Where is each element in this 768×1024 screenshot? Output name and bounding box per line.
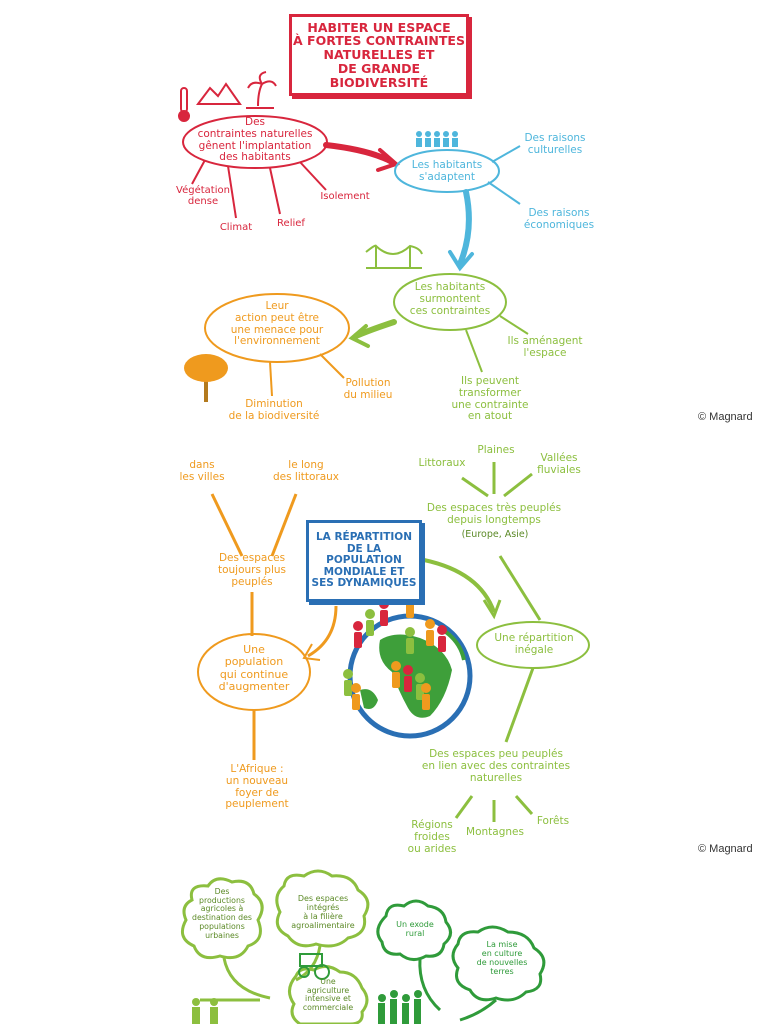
bridge-icon — [365, 244, 423, 269]
transform-label: Ils peuvent transformer une contrainte e… — [451, 375, 529, 423]
population-label: Une population qui continue d'augmenter — [218, 643, 290, 693]
arrow-adapt-overcome — [457, 189, 472, 267]
climat-label: Climat — [219, 222, 253, 233]
arrow-center-population — [307, 605, 338, 658]
pollution-label: Pollution du milieu — [343, 377, 393, 401]
europe-asie-label: (Europe, Asie) — [461, 529, 529, 540]
isolement-label: Isolement — [320, 191, 370, 202]
copyright-map2: © Magnard — [698, 843, 753, 855]
regions-label: Régions froides ou arides — [407, 819, 457, 855]
culture-label: Des raisons culturelles — [524, 132, 586, 156]
migrants-icon — [378, 990, 422, 1024]
afrique-label: L'Afrique : un nouveau foyer de peupleme… — [225, 763, 289, 811]
menace-ellipse — [204, 293, 350, 363]
biodiv-label: Diminution de la biodiversité — [228, 398, 320, 422]
palm-tree-icon — [246, 71, 277, 109]
arrow-center-inegale — [423, 558, 496, 613]
cloud-integres — [275, 869, 370, 948]
tractor-icon — [298, 953, 330, 980]
tree-icon — [184, 354, 228, 402]
relief-label: Relief — [277, 218, 305, 229]
copyright-map1: © Magnard — [698, 411, 753, 423]
productions-label: Des productions agricoles à destination … — [192, 887, 252, 940]
intensive-label: Une agriculture intensive et commerciale — [302, 977, 354, 1013]
cloud-productions — [180, 877, 264, 960]
peu-peuples-label: Des espaces peu peuplés en lien avec des… — [421, 748, 571, 784]
map2-title: LA RÉPARTITION DE LA POPULATION MONDIALE… — [306, 520, 422, 602]
toujours-label: Des espaces toujours plus peuplés — [217, 552, 287, 588]
adapt-ellipse — [394, 149, 500, 193]
amenage-label: Ils aménagent l'espace — [507, 335, 583, 359]
cloud-exode — [376, 899, 452, 961]
menace-label: Leur action peut être une menace pour l'… — [230, 300, 324, 348]
mountain-icon — [196, 82, 242, 105]
vegetation-label: Végétation dense — [176, 185, 230, 208]
montagnes-label: Montagnes — [466, 826, 524, 838]
adapt-label: Les habitants s'adaptent — [411, 159, 483, 183]
eco-label: Des raisons économiques — [523, 207, 595, 231]
forets-label: Forêts — [536, 815, 570, 827]
plaines-label: Plaines — [477, 444, 515, 456]
overcome-ellipse — [393, 273, 507, 331]
integres-label: Des espaces intégrés à la filière agroal… — [291, 894, 355, 930]
arrow-constraints-adapt — [323, 142, 395, 165]
people-icon — [416, 131, 458, 147]
overcome-label: Les habitants surmontent ces contraintes — [409, 281, 491, 317]
littoraux-label: Littoraux — [418, 457, 466, 469]
exode-label: Un exode rural — [396, 920, 434, 938]
farmers-icon — [192, 998, 218, 1024]
tres-peuples-label: Des espaces très peuplés depuis longtemp… — [426, 502, 562, 526]
vallees-label: Vallées fluviales — [537, 452, 581, 476]
cloud-mise — [451, 925, 546, 1002]
villes-label: dans les villes — [179, 459, 225, 483]
inegale-label: Une répartition inégale — [494, 632, 574, 656]
thermometer-icon — [178, 87, 190, 122]
mise-label: La mise en culture de nouvelles terres — [476, 940, 528, 976]
map1-title: HABITER UN ESPACE À FORTES CONTRAINTES N… — [289, 14, 469, 96]
constraints-ellipse — [182, 115, 328, 169]
constraints-label: Des contraintes naturelles gênent l'impl… — [197, 116, 313, 164]
littoraux-long-label: le long des littoraux — [272, 459, 340, 483]
